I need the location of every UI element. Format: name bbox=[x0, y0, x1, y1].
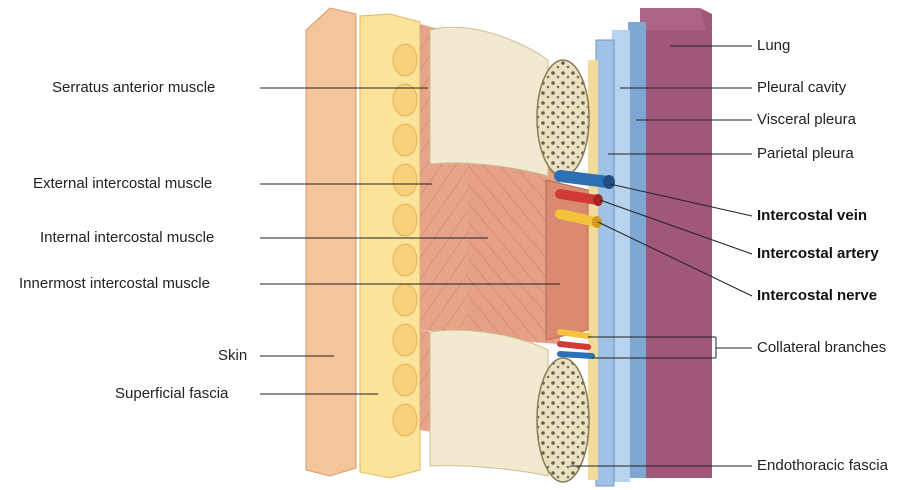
innermost-intercostal-shape bbox=[546, 180, 588, 340]
lung-shape bbox=[640, 8, 712, 478]
upper-rib-section bbox=[537, 60, 589, 176]
upper-rib-shape bbox=[430, 27, 548, 176]
label-skin: Skin bbox=[218, 347, 247, 365]
label-collateral-branches: Collateral branches bbox=[757, 339, 886, 357]
parietal-pleura-shape bbox=[596, 40, 614, 486]
lower-rib-shape bbox=[430, 330, 548, 476]
label-internal-intercostal: Internal intercostal muscle bbox=[40, 229, 214, 247]
label-intercostal-vein: Intercostal vein bbox=[757, 207, 867, 225]
skin-shape bbox=[306, 8, 356, 476]
label-external-intercostal: External intercostal muscle bbox=[33, 175, 212, 193]
lower-rib-section bbox=[537, 358, 589, 482]
label-intercostal-artery: Intercostal artery bbox=[757, 245, 879, 263]
lung-side bbox=[640, 8, 706, 30]
label-intercostal-nerve: Intercostal nerve bbox=[757, 287, 877, 305]
pleural-cavity-shape bbox=[612, 30, 630, 482]
label-innermost-intercostal: Innermost intercostal muscle bbox=[19, 275, 210, 293]
label-visceral-pleura: Visceral pleura bbox=[757, 111, 856, 129]
label-parietal-pleura: Parietal pleura bbox=[757, 145, 854, 163]
label-superficial-fascia: Superficial fascia bbox=[115, 385, 228, 403]
visceral-pleura-shape bbox=[628, 22, 646, 478]
label-endothoracic-fascia: Endothoracic fascia bbox=[757, 457, 888, 475]
label-serratus-anterior: Serratus anterior muscle bbox=[52, 79, 215, 97]
collateral-branches-shape bbox=[560, 332, 592, 356]
label-pleural-cavity: Pleural cavity bbox=[757, 79, 846, 97]
label-lung: Lung bbox=[757, 37, 790, 55]
